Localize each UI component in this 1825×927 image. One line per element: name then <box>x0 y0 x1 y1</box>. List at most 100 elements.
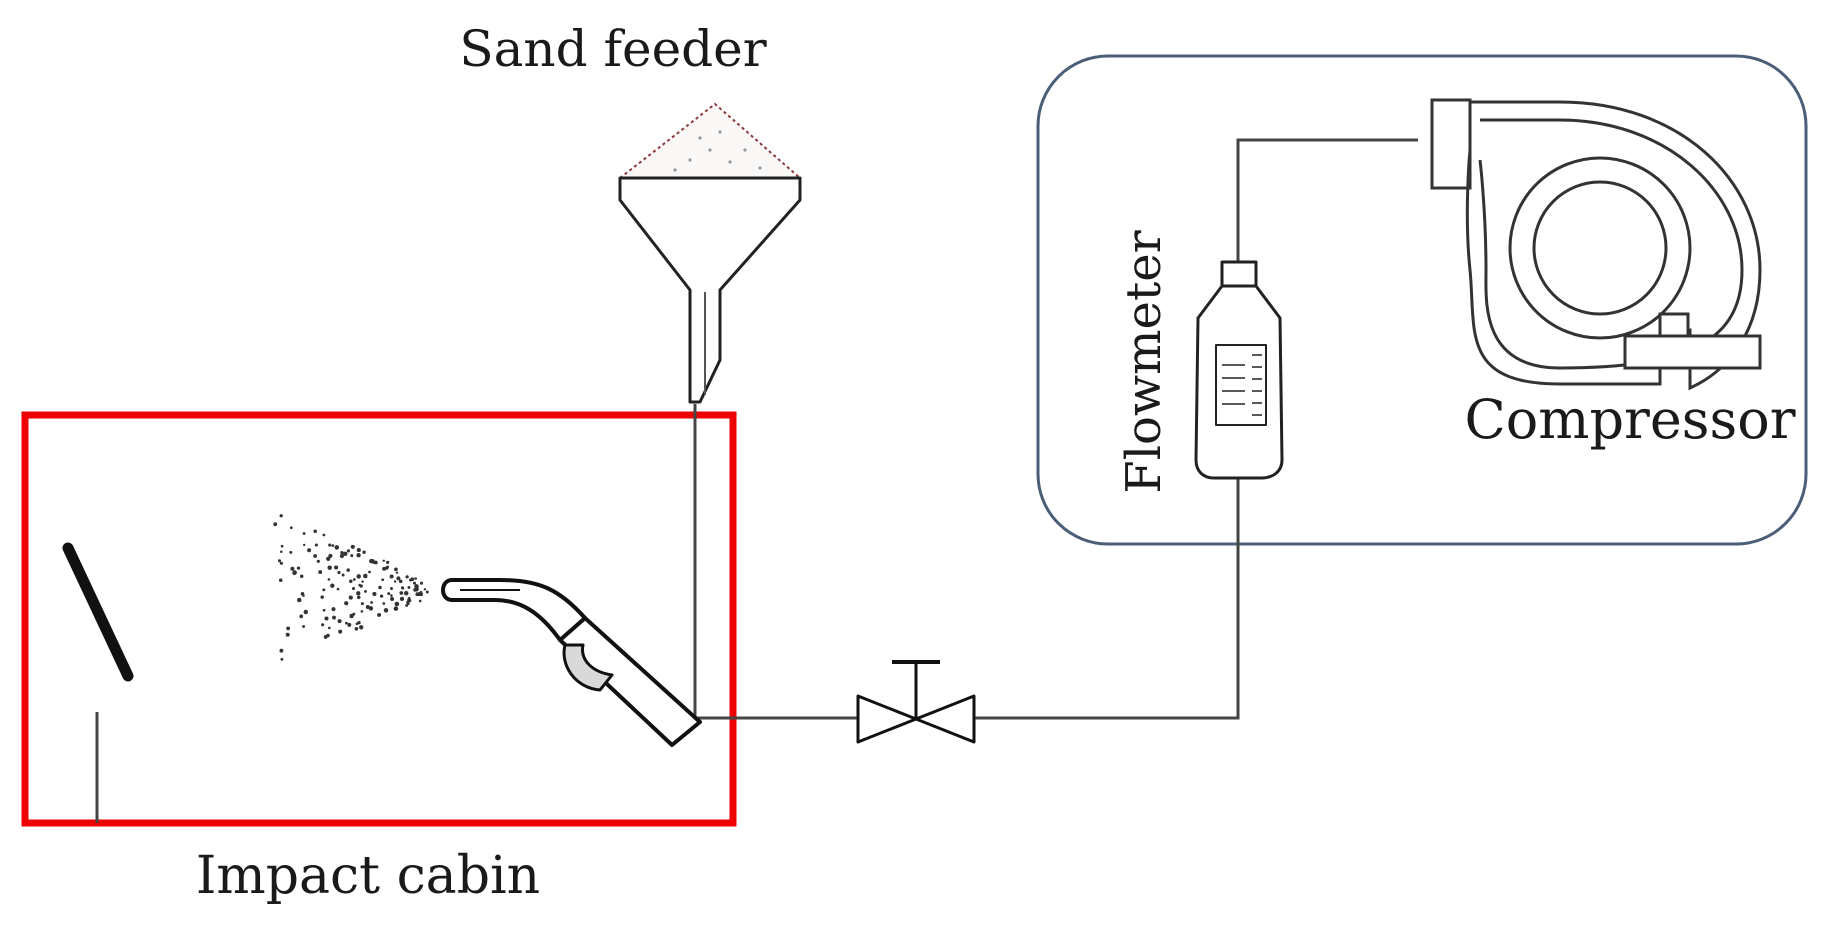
spray-particle <box>419 592 423 597</box>
pipe-flowmeter-to-compressor <box>1236 138 1418 262</box>
spray-particle <box>277 559 282 563</box>
spray-particle <box>377 612 382 617</box>
control-valve <box>856 660 976 744</box>
valve-right-triangle <box>914 694 976 744</box>
spray-particle <box>364 589 367 593</box>
compressor-impeller-outer <box>1508 156 1692 340</box>
spray-particle <box>297 597 302 603</box>
spray-particle <box>341 573 345 577</box>
sand-grains <box>673 130 762 172</box>
flowmeter-label: Flowmeter <box>1116 230 1172 493</box>
spray-particle <box>344 601 349 606</box>
compressor-outlet <box>1430 98 1472 190</box>
spray-particle <box>386 565 390 569</box>
spray-particle <box>279 514 283 518</box>
pipe-lines <box>95 138 1418 823</box>
compressor-device <box>1430 98 1762 391</box>
blast-gun <box>441 578 702 747</box>
spray-particle <box>351 586 356 591</box>
spray-particle <box>350 554 354 558</box>
spray-particle <box>321 623 325 627</box>
spray-particle <box>359 625 364 630</box>
spray-particle <box>332 615 336 620</box>
spray-particle <box>363 573 368 579</box>
spray-particle <box>360 602 364 606</box>
gun-grip <box>562 643 614 692</box>
spray-particle <box>378 585 382 590</box>
spray-particle <box>356 553 361 558</box>
spray-particle <box>390 596 395 602</box>
spray-particle <box>331 607 336 612</box>
spray-particle <box>313 529 317 533</box>
spray-particle <box>318 570 323 575</box>
spray-particle <box>286 626 290 631</box>
spray-particle <box>357 595 361 600</box>
spray-particle <box>327 578 331 581</box>
spray-particle <box>299 614 304 619</box>
impact-cabin-box <box>21 411 737 827</box>
spray-particle <box>328 553 333 558</box>
spray-particle <box>316 559 320 563</box>
spray-particle <box>423 588 427 591</box>
spray-particle <box>289 526 293 530</box>
flowmeter-device <box>1194 260 1284 480</box>
spray-particle <box>320 595 324 599</box>
spray-particle <box>352 612 356 616</box>
spray-particle <box>362 550 366 554</box>
spray-particle <box>339 553 344 559</box>
compressor-enclosure <box>1036 54 1808 546</box>
spray-particle <box>340 550 344 555</box>
spray-particle <box>280 544 284 548</box>
spray-particle <box>313 554 317 558</box>
spray-particle <box>394 601 400 607</box>
spray-particle <box>393 580 397 583</box>
spray-particle <box>328 543 332 547</box>
spray-particle <box>303 609 309 615</box>
spray-particle <box>299 574 304 579</box>
spray-particle <box>393 606 399 611</box>
spray-particle <box>412 581 417 585</box>
spray-particle <box>302 594 305 597</box>
sand-feeder-label: Sand feeder <box>459 20 766 78</box>
spray-particle <box>407 585 411 589</box>
spray-particle <box>326 633 330 638</box>
spray-particle <box>389 574 394 579</box>
gun-barrel <box>441 578 587 642</box>
spray-particle <box>365 605 370 609</box>
spray-particle <box>356 574 361 579</box>
spray-particle <box>280 657 284 661</box>
spray-particle <box>403 590 409 596</box>
compressor-base <box>1623 334 1762 370</box>
spray-particle <box>322 608 326 612</box>
spray-particle <box>390 594 393 597</box>
spray-particle <box>279 561 283 565</box>
spray-particle <box>334 565 339 570</box>
spray-particle <box>414 584 419 589</box>
spray-particle <box>382 602 386 605</box>
spray-particle <box>326 556 331 562</box>
spray-particle <box>356 591 361 596</box>
spray-particle <box>347 622 352 627</box>
spray-particle <box>368 570 371 574</box>
spray-particle <box>322 533 326 537</box>
spray-particle <box>292 570 297 576</box>
valve-left-triangle <box>856 694 918 744</box>
spray-particle <box>382 559 386 563</box>
spray-particle <box>410 577 415 582</box>
spray-particle <box>331 544 335 547</box>
spray-particle <box>419 581 424 585</box>
spray-particle <box>322 588 326 592</box>
spray-particle <box>396 576 401 581</box>
spray-particle <box>330 583 335 588</box>
spray-particle <box>278 578 283 582</box>
compressor-volute-outer <box>1465 100 1762 391</box>
spray-particle <box>414 577 417 580</box>
spray-particle <box>337 570 341 575</box>
spray-particle <box>303 543 306 547</box>
spray-particle <box>425 590 429 594</box>
spray-particle <box>413 588 417 592</box>
spray-particle <box>334 545 340 550</box>
spray-particle <box>346 549 350 553</box>
